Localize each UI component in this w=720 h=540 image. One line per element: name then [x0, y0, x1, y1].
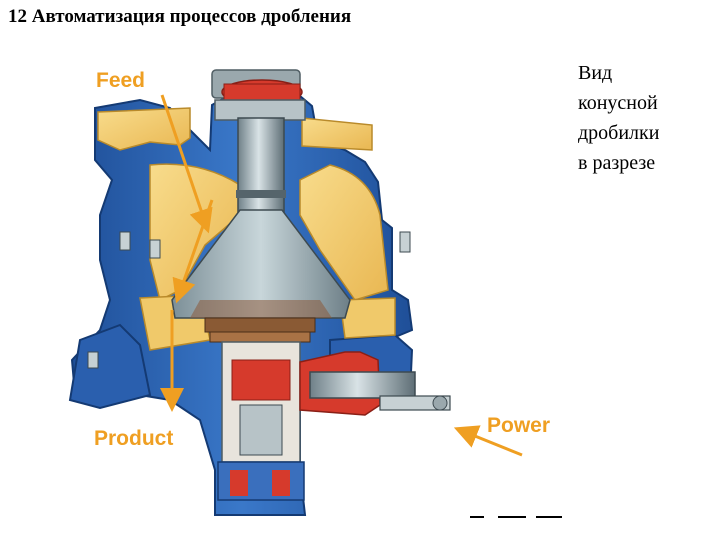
- crushing-cone: [171, 209, 351, 319]
- side-caption: Вид конусной дробилки в разрезе: [578, 58, 659, 178]
- caption-line-3: дробилки: [578, 122, 660, 144]
- power-arrow: [453, 425, 523, 457]
- feed-arrow: [160, 94, 213, 234]
- feed-hopper-rim: [97, 107, 373, 151]
- countershaft: [299, 351, 451, 416]
- product-label: Product: [94, 427, 173, 450]
- caption-line-2: конусной: [578, 92, 658, 114]
- footer-marks: [470, 516, 562, 518]
- caption-line-1: Вид: [578, 62, 613, 84]
- feed-label: Feed: [96, 69, 145, 92]
- bevel-gear-ring: [204, 317, 316, 343]
- feed-arrow-2: [172, 199, 214, 304]
- caption-line-4: в разрезе: [578, 152, 656, 174]
- top-cap-assembly: [211, 69, 306, 121]
- slide-title: 12 Автоматизация процессов дробления: [8, 6, 352, 27]
- frame-bolts: [87, 231, 411, 369]
- power-label: Power: [487, 414, 550, 437]
- flow-arrows: [160, 94, 523, 457]
- eccentric-assembly: [217, 341, 305, 501]
